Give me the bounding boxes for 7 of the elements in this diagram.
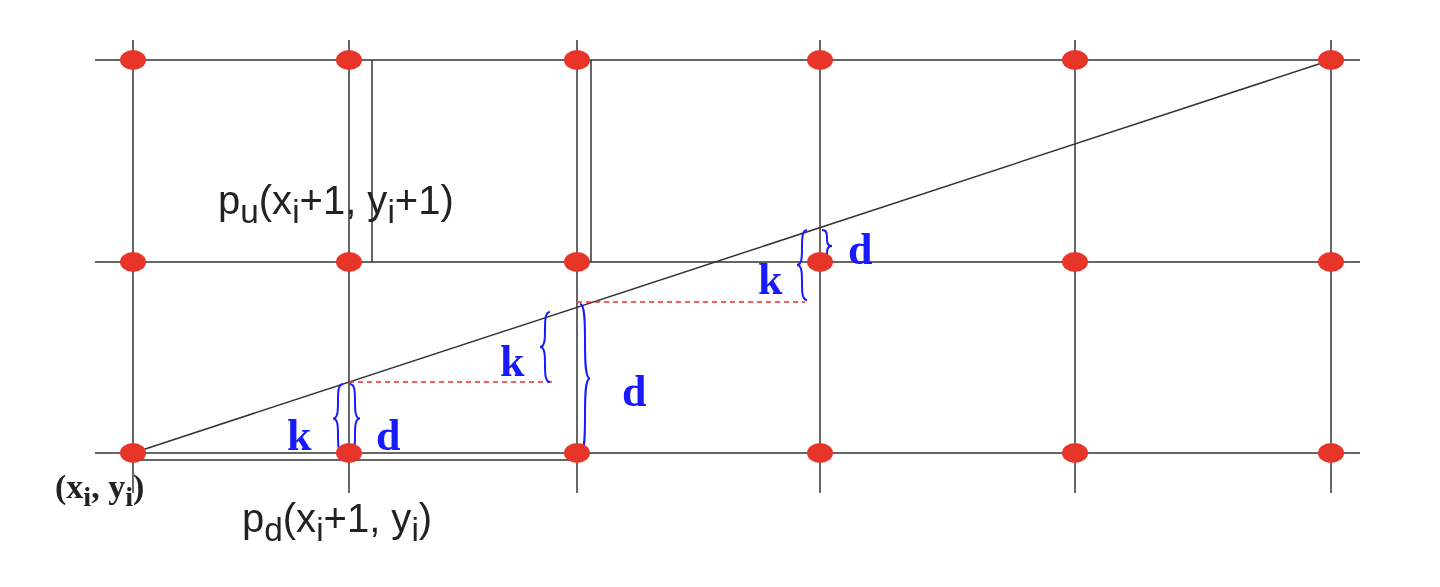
point-label: (x$_{i}$, y$_{i}$) xyxy=(55,470,145,512)
point-label: p$_{d}$(x$_{i}$+1, y$_{i}$) xyxy=(242,498,433,547)
slope-label: k xyxy=(500,340,525,384)
slope-label: k xyxy=(287,414,312,458)
distance-label: d xyxy=(622,370,647,414)
slope-label: k xyxy=(758,258,783,302)
distance-label: d xyxy=(376,414,401,458)
